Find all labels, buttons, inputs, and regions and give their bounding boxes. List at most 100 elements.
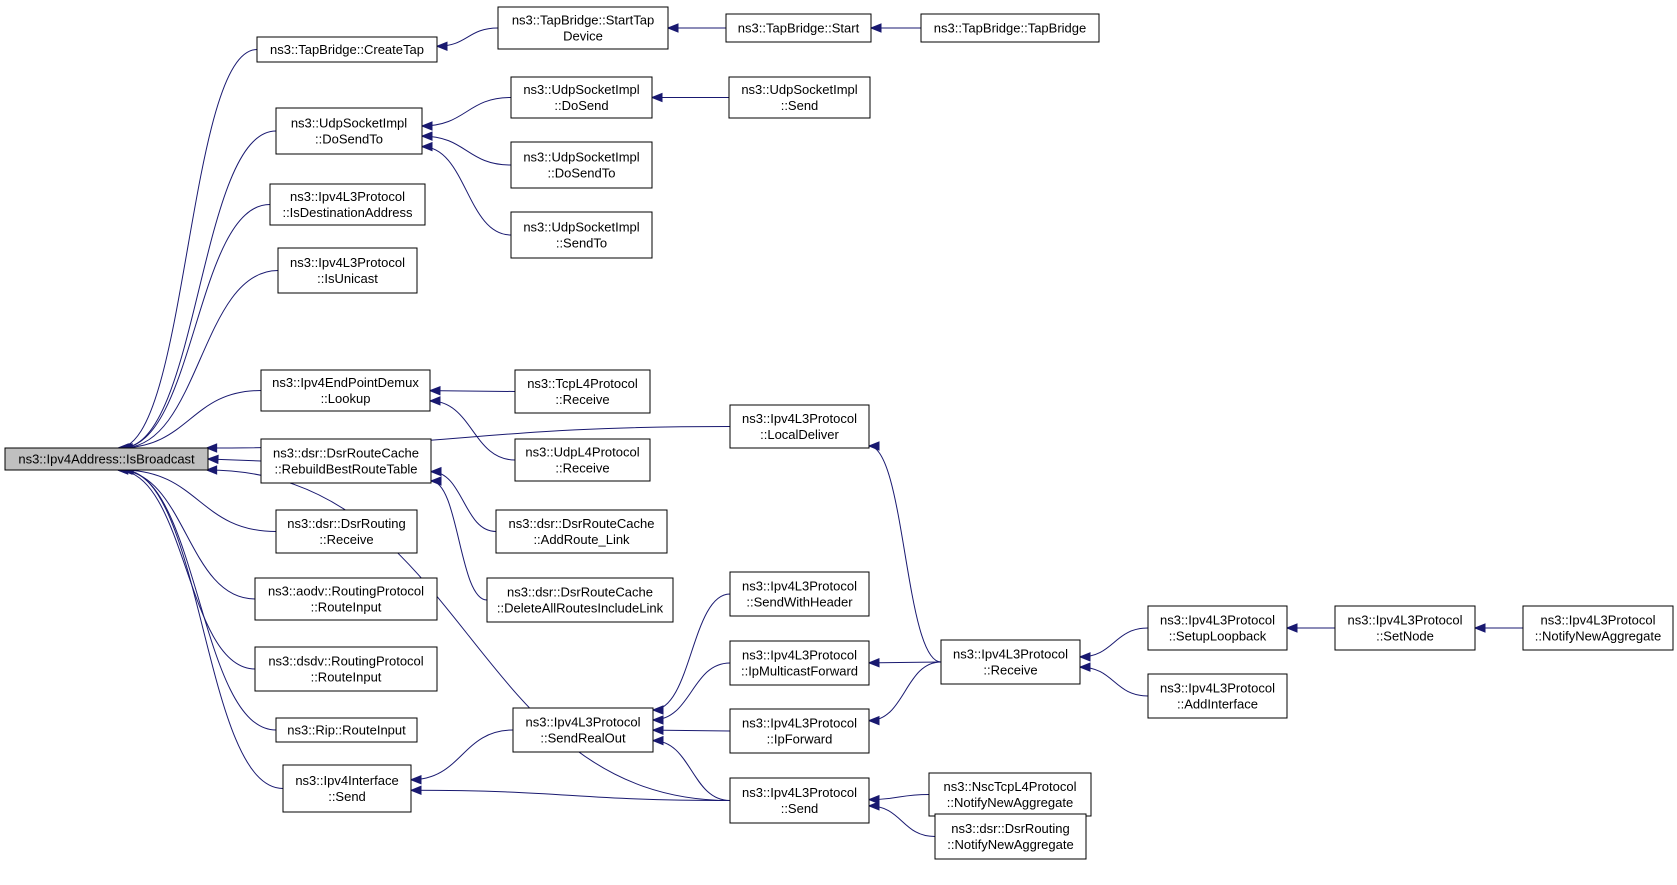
node-label-dsrnotify-1: ::NotifyNewAggregate (947, 837, 1073, 852)
node-label-notifyagg-0: ns3::Ipv4L3Protocol (1541, 613, 1656, 628)
node-label-l3send-0: ns3::Ipv4L3Protocol (742, 785, 857, 800)
node-label-tapbridge-0: ns3::TapBridge::TapBridge (934, 21, 1086, 36)
node-label-createtap-0: ns3::TapBridge::CreateTap (270, 42, 424, 57)
arrowhead-tapbridge-to-tapstart (869, 23, 882, 33)
node-box-root (4, 447, 209, 471)
node-label-l3recv-0: ns3::Ipv4L3Protocol (953, 647, 1068, 662)
node-notifyagg[interactable]: ns3::Ipv4L3Protocol::NotifyNewAggregate (1522, 605, 1674, 651)
node-label-tapstart-0: ns3::TapBridge::Start (738, 21, 860, 36)
arrowhead-l3send-to-sendrealout (651, 735, 664, 746)
node-rebuild[interactable]: ns3::dsr::DsrRouteCache::RebuildBestRout… (260, 438, 432, 484)
edge-isdest-to-root (120, 204, 271, 449)
node-label-setuploop-1: ::SetupLoopback (1169, 629, 1267, 644)
node-label-deleteall-1: ::DeleteAllRoutesIncludeLink (497, 601, 664, 616)
node-box-udplrecv (514, 438, 651, 482)
node-label-dsdv-0: ns3::dsdv::RoutingProtocol (268, 654, 423, 669)
node-label-aodv-0: ns3::aodv::RoutingProtocol (268, 584, 424, 599)
node-box-lookup (260, 369, 431, 412)
node-box-sendrealout (512, 707, 654, 753)
node-label-l3send-1: ::Send (781, 801, 819, 816)
node-label-dsrrecv-0: ns3::dsr::DsrRouting (287, 516, 406, 531)
edge-l3recv-to-ipmcast (868, 661, 942, 664)
node-label-udpsendto-0: ns3::UdpSocketImpl (523, 220, 639, 235)
node-box-starttap (497, 6, 669, 50)
arrowhead-udplrecv-to-lookup (428, 396, 441, 406)
node-tcprecv[interactable]: ns3::TcpL4Protocol::Receive (514, 369, 651, 414)
node-label-udpdosendto-1: ::DoSendTo (315, 132, 383, 147)
node-udpdosendto[interactable]: ns3::UdpSocketImpl::DoSendTo (275, 107, 423, 155)
node-tapstart[interactable]: ns3::TapBridge::Start (725, 13, 872, 43)
node-box-sendwithheader (729, 571, 870, 617)
arrowhead-l3recv-to-localdeliver (867, 441, 880, 451)
node-label-sendwithheader-1: ::SendWithHeader (746, 595, 853, 610)
node-label-addif-1: ::AddInterface (1177, 697, 1258, 712)
node-label-addroute-1: ::AddRoute_Link (533, 532, 630, 547)
node-addif[interactable]: ns3::Ipv4L3Protocol::AddInterface (1147, 673, 1288, 719)
node-localdeliver[interactable]: ns3::Ipv4L3Protocol::LocalDeliver (729, 404, 870, 449)
node-label-rebuild-1: ::RebuildBestRouteTable (274, 462, 417, 477)
node-tapbridge[interactable]: ns3::TapBridge::TapBridge (920, 13, 1100, 43)
node-box-udpdosendto2 (510, 141, 653, 189)
node-layer: ns3::Ipv4Address::IsBroadcast ns3::TapBri… (4, 6, 1674, 860)
edge-tcprecv-to-lookup (429, 390, 516, 392)
node-box-createtap (256, 36, 438, 63)
edge-sendwithheader-to-sendrealout (652, 593, 731, 711)
node-lookup[interactable]: ns3::Ipv4EndPointDemux::Lookup (260, 369, 431, 412)
node-udpsend[interactable]: ns3::UdpSocketImpl::Send (728, 76, 871, 119)
node-box-udpsendto (510, 211, 653, 259)
node-box-addroute (495, 509, 668, 554)
node-isunicast[interactable]: ns3::Ipv4L3Protocol::IsUnicast (277, 247, 418, 294)
node-label-setnode-0: ns3::Ipv4L3Protocol (1348, 613, 1463, 628)
node-box-isunicast (277, 247, 418, 294)
node-sendwithheader[interactable]: ns3::Ipv4L3Protocol::SendWithHeader (729, 571, 870, 617)
edge-deleteall-to-rebuild (430, 480, 488, 601)
node-box-rip (275, 717, 418, 743)
node-l3recv[interactable]: ns3::Ipv4L3Protocol::Receive (940, 639, 1081, 685)
node-setuploop[interactable]: ns3::Ipv4L3Protocol::SetupLoopback (1147, 605, 1288, 651)
node-createtap[interactable]: ns3::TapBridge::CreateTap (256, 36, 438, 63)
node-ipmcast[interactable]: ns3::Ipv4L3Protocol::IpMulticastForward (729, 640, 870, 686)
node-box-udpdosend (510, 76, 653, 119)
node-label-nscnotify-0: ns3::NscTcpL4Protocol (944, 779, 1077, 794)
node-label-addif-0: ns3::Ipv4L3Protocol (1160, 681, 1275, 696)
arrowhead-l3recv-to-ipforward (867, 715, 880, 726)
node-isdest[interactable]: ns3::Ipv4L3Protocol::IsDestinationAddres… (269, 183, 426, 226)
edge-l3recv-to-localdeliver (868, 445, 942, 663)
node-label-udpsendto-1: ::SendTo (556, 236, 607, 251)
arrowhead-notifyagg-to-setnode (1473, 623, 1486, 633)
node-label-isdest-1: ::IsDestinationAddress (282, 205, 413, 220)
node-label-udpsend-0: ns3::UdpSocketImpl (741, 82, 857, 97)
node-dsrnotify[interactable]: ns3::dsr::DsrRouting::NotifyNewAggregate (934, 813, 1087, 860)
edge-isunicast-to-root (122, 270, 279, 449)
node-dsdv[interactable]: ns3::dsdv::RoutingProtocol::RouteInput (254, 646, 438, 692)
node-root[interactable]: ns3::Ipv4Address::IsBroadcast (4, 447, 209, 471)
node-aodv[interactable]: ns3::aodv::RoutingProtocol::RouteInput (254, 577, 438, 621)
node-label-udpdosendto2-1: ::DoSendTo (548, 166, 616, 181)
node-label-starttap-1: Device (563, 29, 603, 44)
node-sendrealout[interactable]: ns3::Ipv4L3Protocol::SendRealOut (512, 707, 654, 753)
node-udpsendto[interactable]: ns3::UdpSocketImpl::SendTo (510, 211, 653, 259)
node-setnode[interactable]: ns3::Ipv4L3Protocol::SetNode (1334, 605, 1476, 651)
node-label-notifyagg-1: ::NotifyNewAggregate (1535, 629, 1661, 644)
node-label-ifsend-1: ::Send (328, 789, 366, 804)
node-nscnotify[interactable]: ns3::NscTcpL4Protocol::NotifyNewAggregat… (928, 772, 1092, 817)
edge-ifsend-to-root (123, 469, 284, 789)
node-ipforward[interactable]: ns3::Ipv4L3Protocol::IpForward (729, 708, 870, 754)
arrowhead-sendrealout-to-ifsend (409, 774, 422, 785)
node-box-ipforward (729, 708, 870, 754)
node-deleteall[interactable]: ns3::dsr::DsrRouteCache::DeleteAllRoutes… (486, 577, 674, 623)
arrowhead-starttap-to-createtap (435, 41, 448, 52)
node-udpdosendto2[interactable]: ns3::UdpSocketImpl::DoSendTo (510, 141, 653, 189)
node-udpdosend[interactable]: ns3::UdpSocketImpl::DoSend (510, 76, 653, 119)
node-addroute[interactable]: ns3::dsr::DsrRouteCache::AddRoute_Link (495, 509, 668, 554)
node-ifsend[interactable]: ns3::Ipv4Interface::Send (282, 764, 412, 813)
node-label-isunicast-1: ::IsUnicast (317, 271, 378, 286)
node-label-udpdosendto2-0: ns3::UdpSocketImpl (523, 150, 639, 165)
node-label-sendwithheader-0: ns3::Ipv4L3Protocol (742, 579, 857, 594)
node-rip[interactable]: ns3::Rip::RouteInput (275, 717, 418, 743)
arrowhead-l3recv-to-ipmcast (867, 657, 880, 668)
node-udplrecv[interactable]: ns3::UdpL4Protocol::Receive (514, 438, 651, 482)
node-dsrrecv[interactable]: ns3::dsr::DsrRouting::Receive (275, 509, 418, 554)
node-l3send[interactable]: ns3::Ipv4L3Protocol::Send (729, 777, 870, 824)
